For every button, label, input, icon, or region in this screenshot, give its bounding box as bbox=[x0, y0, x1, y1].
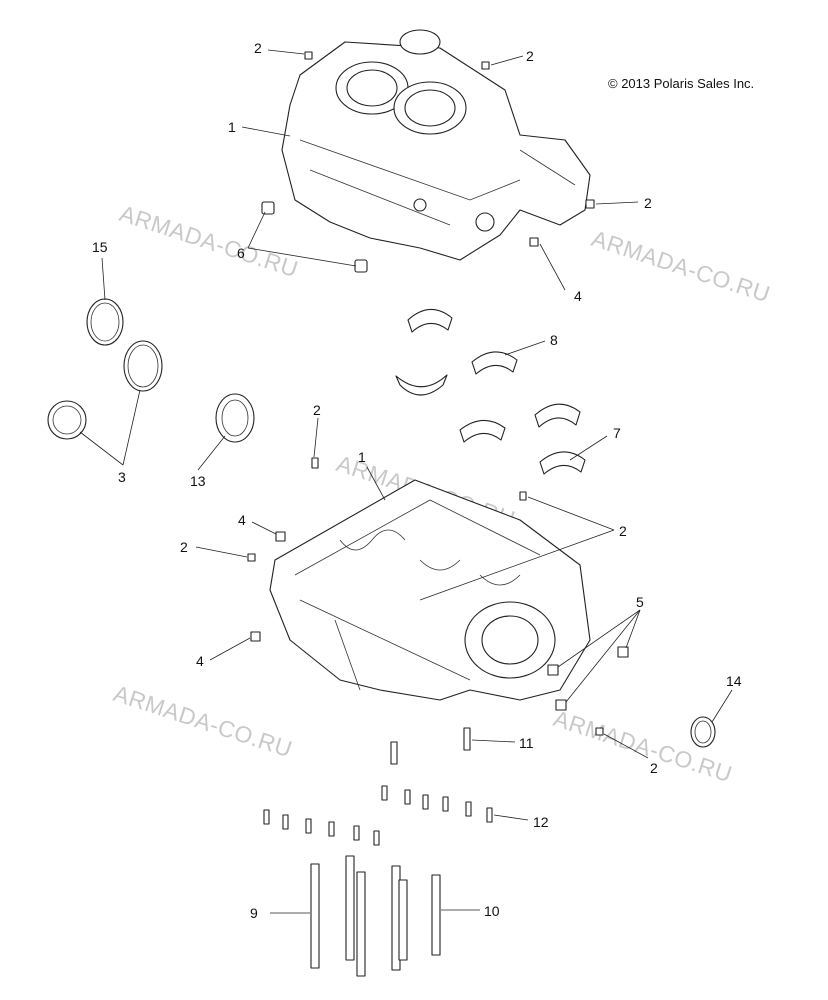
dowel-pins bbox=[247, 51, 629, 736]
callout-dowel-4-upper: 4 bbox=[574, 288, 582, 304]
callout-bolt-11: 11 bbox=[519, 735, 534, 751]
callout-bolt-12: 12 bbox=[533, 814, 549, 830]
callout-plug: 6 bbox=[237, 245, 245, 261]
callout-dowel-top-right: 2 bbox=[526, 48, 534, 64]
callout-seal-14: 14 bbox=[726, 673, 742, 689]
seals bbox=[47, 298, 716, 748]
callout-dowel-4-left: 4 bbox=[238, 512, 246, 528]
callout-dowel-2-left: 2 bbox=[180, 539, 188, 555]
leader-lines bbox=[79, 49, 733, 914]
bolts bbox=[263, 727, 493, 977]
callout-dowel-mid: 2 bbox=[313, 402, 321, 418]
callout-bearing-8: 8 bbox=[550, 332, 558, 348]
callout-dowel-right: 2 bbox=[644, 195, 652, 211]
callout-bolt-9: 9 bbox=[250, 905, 258, 921]
callout-bolt-10: 10 bbox=[484, 903, 500, 919]
callout-dowel-2-right: 2 bbox=[619, 523, 627, 539]
watermark-4: ARMADA-CO.RU bbox=[110, 680, 295, 762]
callout-lower-crankcase: 1 bbox=[358, 449, 366, 465]
callout-dowel-2-bottom: 2 bbox=[650, 760, 658, 776]
callout-seal-13: 13 bbox=[190, 473, 206, 489]
copyright-notice: © 2013 Polaris Sales Inc. bbox=[608, 76, 754, 91]
upper-crankcase bbox=[281, 29, 591, 261]
callout-seal-3: 3 bbox=[118, 469, 126, 485]
callout-seal-15: 15 bbox=[92, 239, 108, 255]
callout-sleeve-5: 5 bbox=[636, 594, 644, 610]
callout-bearing-7: 7 bbox=[613, 425, 621, 441]
watermark-2: ARMADA-CO.RU bbox=[588, 225, 773, 307]
callout-dowel-top-left: 2 bbox=[254, 40, 262, 56]
lower-crankcase bbox=[269, 479, 591, 701]
callout-dowel-4-lower: 4 bbox=[196, 653, 204, 669]
bearing-shells bbox=[395, 308, 586, 475]
callout-labels: 1 2 2 2 6 15 4 8 3 13 7 2 1 4 2 2 4 5 14… bbox=[92, 40, 742, 921]
callout-upper-crankcase: 1 bbox=[228, 119, 236, 135]
